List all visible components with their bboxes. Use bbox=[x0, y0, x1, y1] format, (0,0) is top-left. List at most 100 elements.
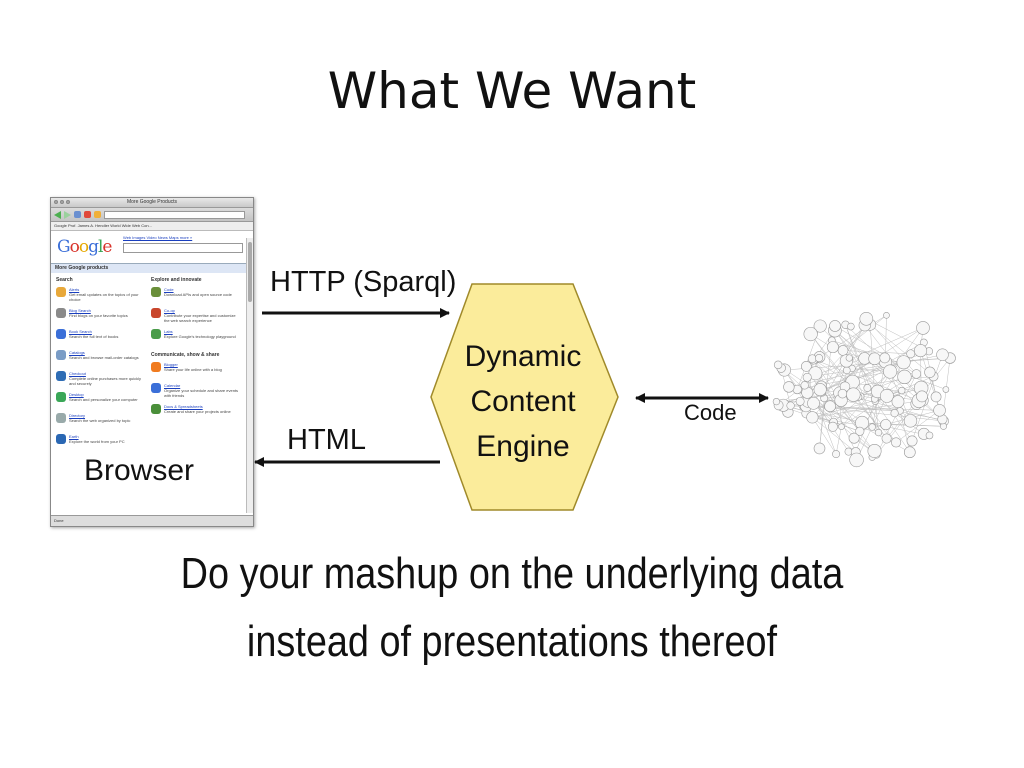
scrollbar bbox=[246, 238, 253, 513]
caption-line-2: instead of presentations thereof bbox=[246, 617, 778, 666]
graph-node bbox=[891, 437, 902, 448]
graph-node bbox=[786, 401, 795, 410]
graph-edge bbox=[807, 324, 871, 393]
product-desc: Create and share your projects online bbox=[164, 409, 231, 414]
product-icon bbox=[56, 413, 66, 423]
code-label: Code bbox=[684, 400, 737, 425]
forward-arrow-icon bbox=[64, 210, 71, 219]
graph-node bbox=[903, 446, 916, 459]
graph-node bbox=[813, 319, 827, 333]
graph-node bbox=[783, 381, 795, 393]
graph-node bbox=[813, 383, 827, 397]
engine-hexagon bbox=[430, 283, 619, 511]
slide-title: What We Want bbox=[327, 62, 697, 120]
engine-line-2: Content bbox=[470, 385, 576, 418]
product-link: Catalogs bbox=[69, 350, 85, 355]
product-icon bbox=[56, 308, 66, 318]
graph-node bbox=[772, 397, 781, 406]
window-title: More Google Products bbox=[126, 199, 178, 205]
products-bar: More Google products bbox=[51, 263, 253, 273]
product-desc: Share your life online with a blog bbox=[164, 367, 222, 372]
graph-node bbox=[930, 391, 942, 403]
product-link: Directory bbox=[69, 413, 86, 418]
graph-node bbox=[829, 320, 841, 332]
product-link: Code bbox=[164, 287, 174, 292]
graph-node bbox=[916, 321, 930, 335]
graph-node bbox=[896, 355, 911, 370]
product-desc: Organize your schedule and share events … bbox=[164, 388, 239, 398]
graph-node bbox=[914, 344, 928, 358]
graph-node bbox=[826, 341, 839, 354]
graph-node bbox=[898, 386, 906, 395]
product-link: Desktop bbox=[69, 392, 84, 397]
graph-node bbox=[803, 326, 818, 342]
product-icon bbox=[56, 434, 66, 444]
stop-icon bbox=[84, 211, 91, 218]
product-desc: Explore Google's technology playground bbox=[164, 334, 236, 339]
graph-node bbox=[874, 428, 883, 437]
graph-edge bbox=[819, 340, 833, 449]
product-icon bbox=[151, 404, 161, 414]
url-bar bbox=[104, 210, 245, 219]
graph-node bbox=[891, 395, 905, 408]
column-heading: Communicate, show & share bbox=[151, 352, 220, 358]
product-icon bbox=[56, 392, 66, 402]
status-bar: Done bbox=[51, 515, 253, 526]
product-icon bbox=[56, 329, 66, 339]
google-nav-links: Web Images Video News Maps more » bbox=[123, 235, 193, 240]
graph-node bbox=[925, 431, 934, 440]
product-link: Earth bbox=[69, 434, 79, 439]
product-desc: Search and browse mail-order catalogs bbox=[69, 355, 139, 360]
graph-node bbox=[842, 366, 851, 375]
graph-edge bbox=[869, 324, 934, 377]
column-heading: Search bbox=[56, 277, 73, 283]
graph-node bbox=[883, 364, 898, 379]
graph-edge bbox=[835, 426, 842, 455]
graph-edge bbox=[844, 376, 934, 387]
graph-node bbox=[911, 369, 922, 379]
engine-line-3: Engine bbox=[476, 430, 570, 463]
product-link: Blogger bbox=[164, 362, 178, 367]
graph-node bbox=[859, 311, 874, 326]
product-icon bbox=[56, 350, 66, 360]
graph-node bbox=[936, 348, 949, 361]
google-header: Google Web Images Video News Maps more » bbox=[51, 231, 253, 263]
graph-node bbox=[837, 388, 848, 399]
graph-node bbox=[883, 311, 890, 319]
engine-line-1: Dynamic bbox=[464, 340, 582, 373]
graph-node bbox=[849, 452, 864, 468]
product-icon bbox=[56, 287, 66, 297]
graph-node bbox=[863, 384, 872, 392]
product-link: Alerts bbox=[69, 287, 80, 292]
graph-edge bbox=[841, 395, 888, 427]
data-graph-image bbox=[772, 311, 956, 468]
product-link: Calendar bbox=[164, 383, 181, 388]
graph-node bbox=[933, 404, 946, 417]
product-desc: Complete online purchases more quickly a… bbox=[69, 376, 142, 386]
graph-node bbox=[880, 419, 892, 431]
product-link: Book Search bbox=[69, 329, 92, 334]
caption-line-1: Do your mashup on the underlying data bbox=[180, 549, 844, 598]
graph-node bbox=[879, 352, 891, 364]
graph-node bbox=[806, 411, 819, 424]
bookmarks-bar: Google Prof. James A. Hendler World Wide… bbox=[51, 222, 253, 231]
graph-node bbox=[906, 435, 918, 447]
browser-label: Browser bbox=[84, 454, 195, 487]
graph-node bbox=[879, 388, 894, 403]
window-titlebar: More Google Products bbox=[51, 198, 253, 208]
graph-edge bbox=[812, 417, 837, 455]
graph-node bbox=[832, 450, 841, 459]
browser-screenshot: More Google Products Google Prof. James … bbox=[50, 197, 254, 527]
window-controls bbox=[54, 200, 70, 204]
html-label: HTML bbox=[287, 424, 366, 456]
